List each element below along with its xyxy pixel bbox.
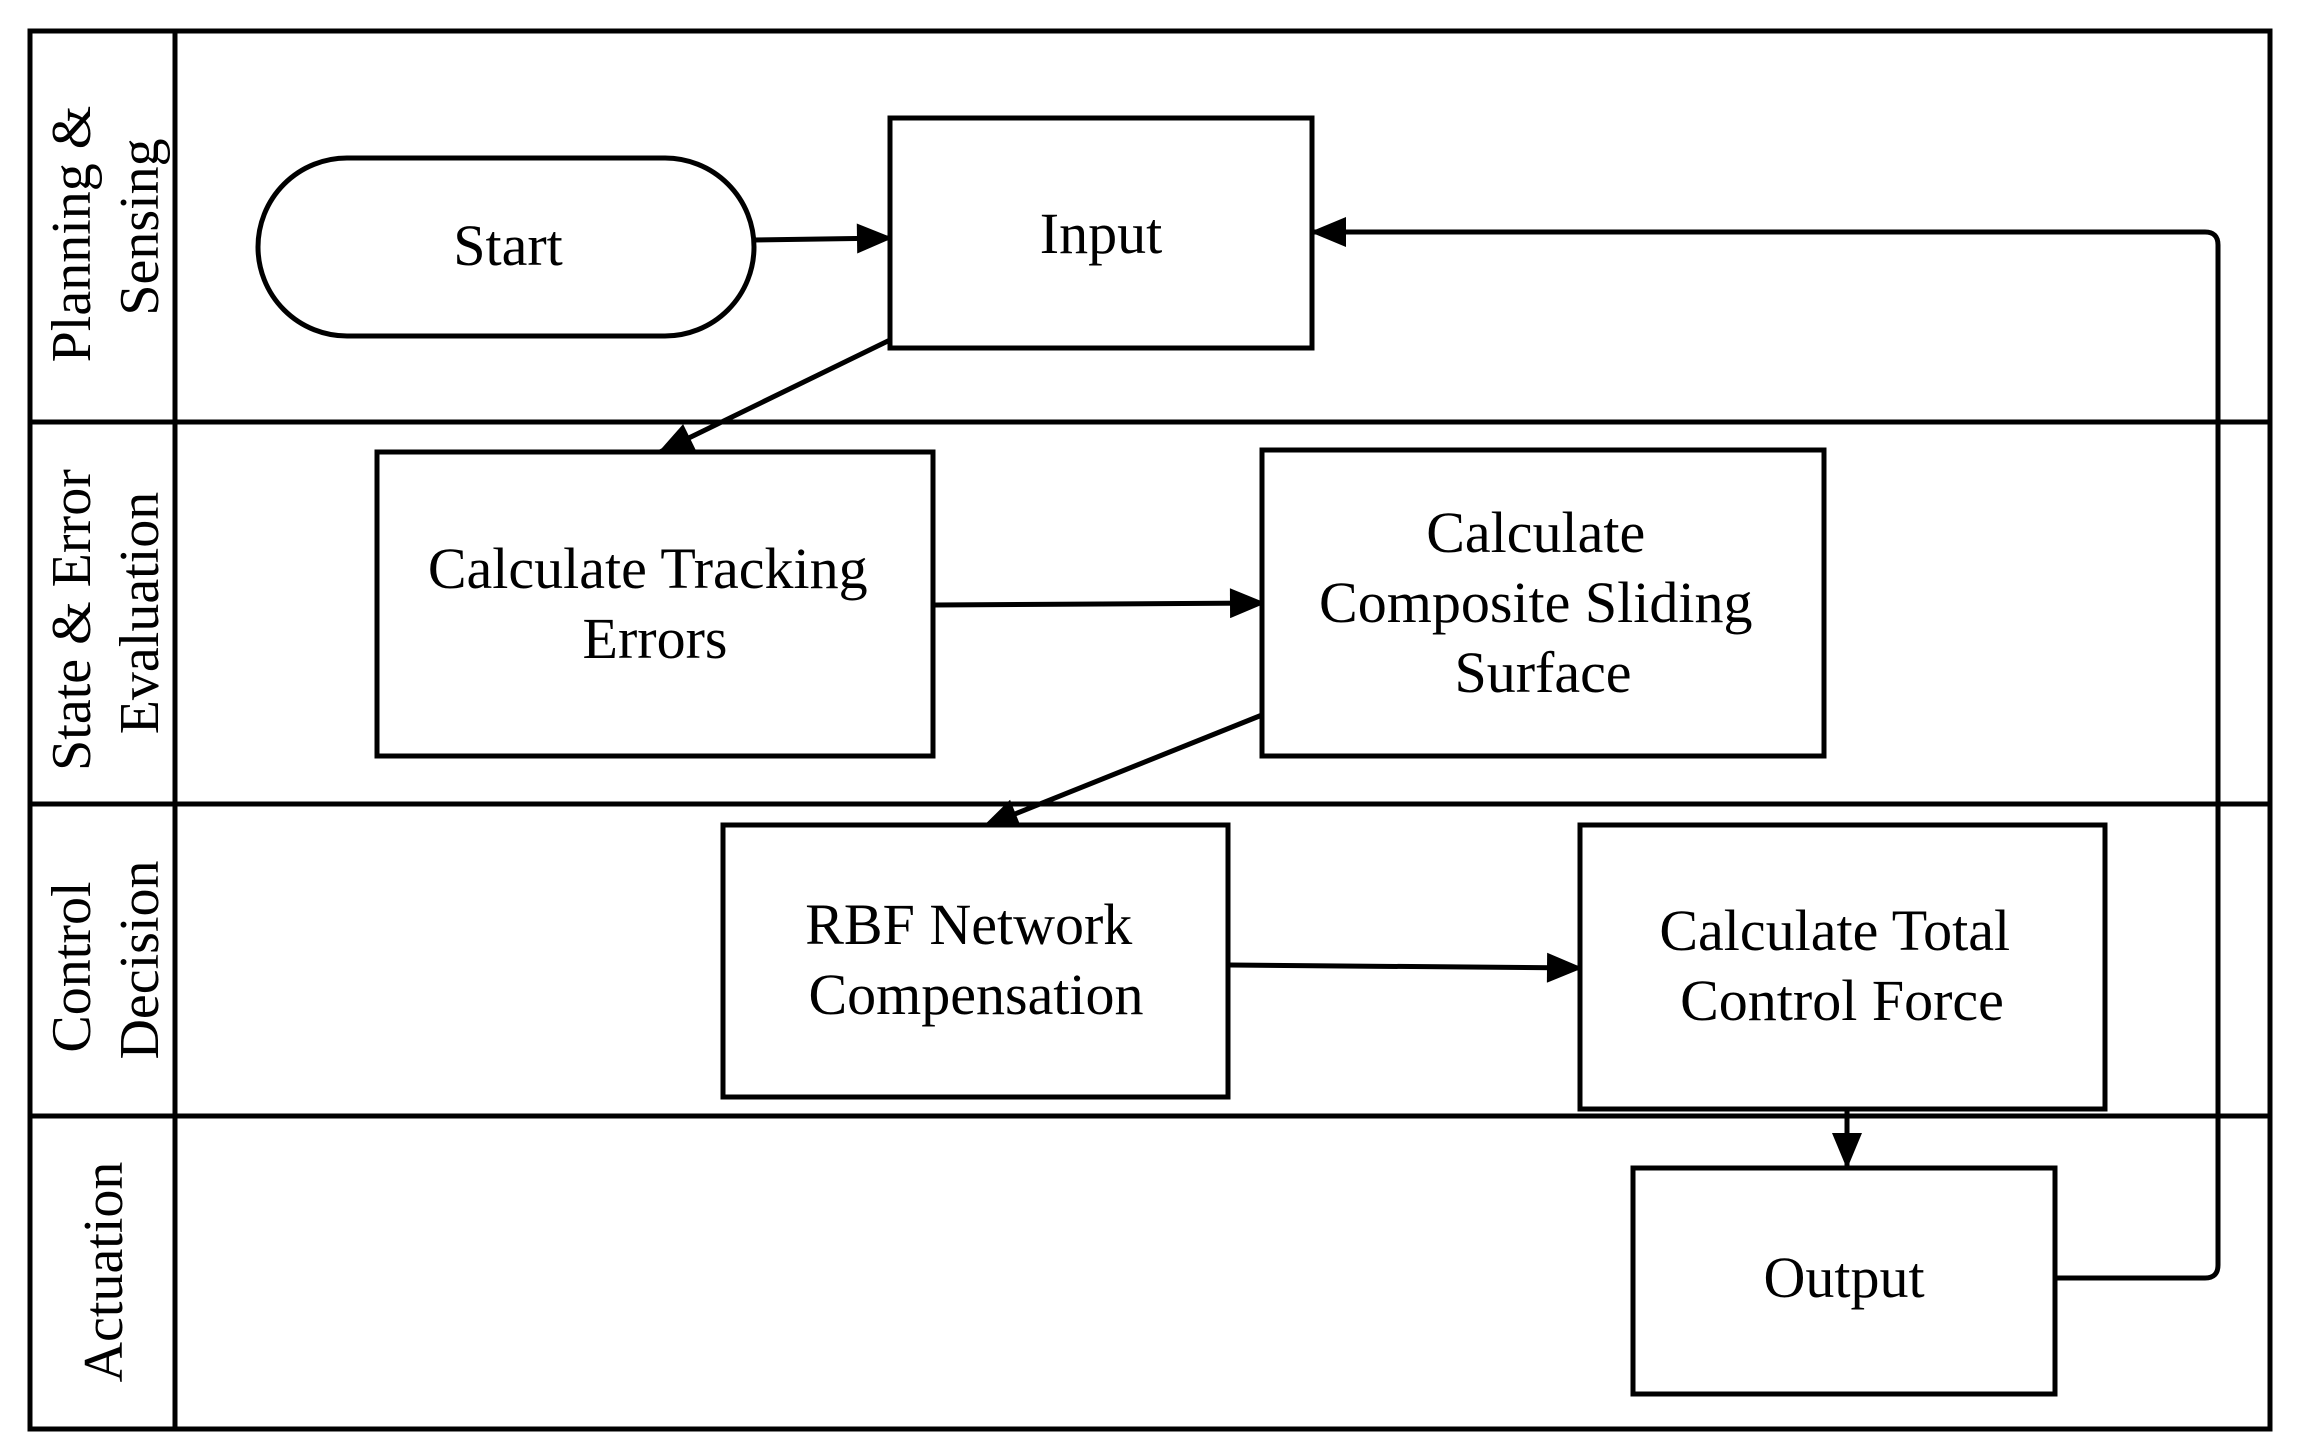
lane-label-actuation: Actuation (73, 1162, 135, 1383)
output-label: Output (1763, 1245, 1924, 1310)
output-box (1630, 1165, 2058, 1397)
input-label: Input (1040, 201, 1162, 266)
input-box (887, 115, 1315, 351)
node-input: Input (887, 115, 1315, 351)
edge-rbf-to-total (1229, 952, 1583, 983)
lane-label-state-error-evaluation: State & Error Evaluation (41, 455, 171, 771)
tracking-errors-label: Calculate Tracking Errors (428, 536, 882, 671)
edge-output-feedback-to-input (1310, 217, 2221, 1281)
start-terminal-shape (255, 155, 757, 339)
node-calculate-tracking-errors: Calculate Tracking Errors (374, 449, 936, 759)
lane-label-control-decision: Control Decision (41, 860, 171, 1059)
edge-start-to-input (751, 223, 893, 254)
node-output: Output (1630, 1165, 2058, 1397)
start-label: Start (453, 213, 563, 278)
total-force-box (1577, 822, 2108, 1112)
tracking-errors-box (374, 449, 936, 759)
edge-surface-to-rbf (982, 712, 1263, 829)
node-rbf-network-compensation: RBF Network Compensation (720, 822, 1231, 1100)
total-force-label: Calculate Total Control Force (1659, 898, 2024, 1033)
node-calculate-total-control-force: Calculate Total Control Force (1577, 822, 2108, 1112)
node-start: Start (255, 155, 757, 339)
sliding-surface-box (1259, 447, 1827, 759)
rbf-label: RBF Network Compensation (805, 892, 1147, 1027)
lane-label-planning-sensing: Planning & Sensing (41, 92, 171, 363)
rbf-box (720, 822, 1231, 1100)
node-composite-sliding-surface: Calculate Composite Sliding Surface (1259, 447, 1827, 759)
swimlane-frame (27, 28, 2273, 1432)
sliding-surface-label: Calculate Composite Sliding Surface (1319, 500, 1767, 705)
edge-tracking-to-surface (934, 588, 1266, 619)
edge-input-to-tracking (657, 337, 892, 455)
